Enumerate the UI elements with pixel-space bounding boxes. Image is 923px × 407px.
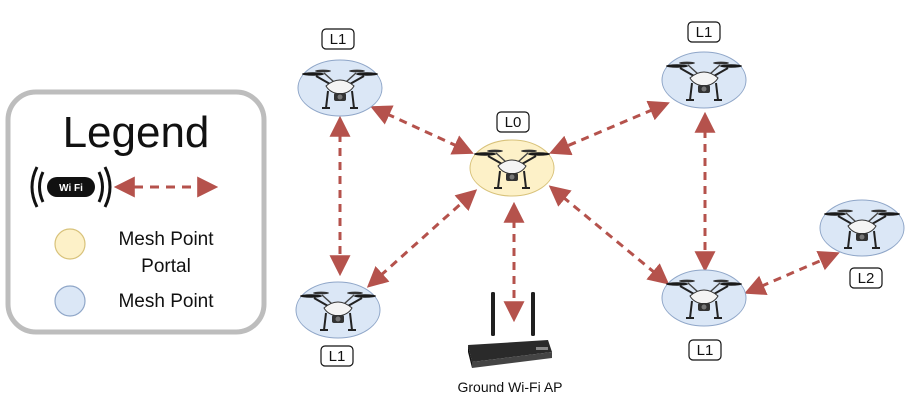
link-l1bl-l0 — [366, 189, 478, 288]
svg-text:Wi Fi: Wi Fi — [59, 183, 83, 194]
link-l1tl-l0 — [370, 105, 474, 155]
node-l1-bottom-left: L1 — [295, 281, 381, 367]
legend-portal-swatch — [54, 228, 86, 260]
wireless-links — [329, 100, 840, 323]
node-label: L0 — [505, 114, 522, 131]
ground-wifi-ap: Ground Wi-Fi AP — [457, 292, 563, 395]
node-label: L1 — [330, 31, 347, 48]
node-l1-top-left: L1 — [297, 28, 383, 117]
node-l0-portal: L0 — [469, 111, 555, 197]
node-l1-bottom-right: L1 — [661, 269, 747, 361]
legend: Legend Wi Fi Mesh Point Portal Mesh Poin… — [5, 89, 267, 335]
node-label: L2 — [858, 270, 875, 287]
legend-portal-label: Mesh Point — [118, 229, 214, 250]
link-l1tr-l0 — [549, 100, 670, 156]
legend-title: Legend — [63, 108, 210, 157]
legend-point-swatch — [54, 285, 86, 317]
router-icon — [468, 292, 552, 368]
node-label: L1 — [329, 348, 346, 365]
link-l1br-l2 — [744, 251, 840, 295]
node-label: L1 — [697, 342, 714, 359]
node-l2: L2 — [819, 199, 905, 289]
legend-point-label: Mesh Point — [118, 291, 214, 312]
node-label: L1 — [696, 24, 713, 41]
node-l1-top-right: L1 — [661, 21, 747, 109]
legend-portal-label-line2: Portal — [141, 256, 191, 277]
legend-frame — [5, 89, 267, 335]
wifi-icon: Wi Fi — [30, 166, 112, 208]
ap-label: Ground Wi-Fi AP — [457, 379, 562, 395]
link-l0-l1br — [548, 185, 670, 285]
